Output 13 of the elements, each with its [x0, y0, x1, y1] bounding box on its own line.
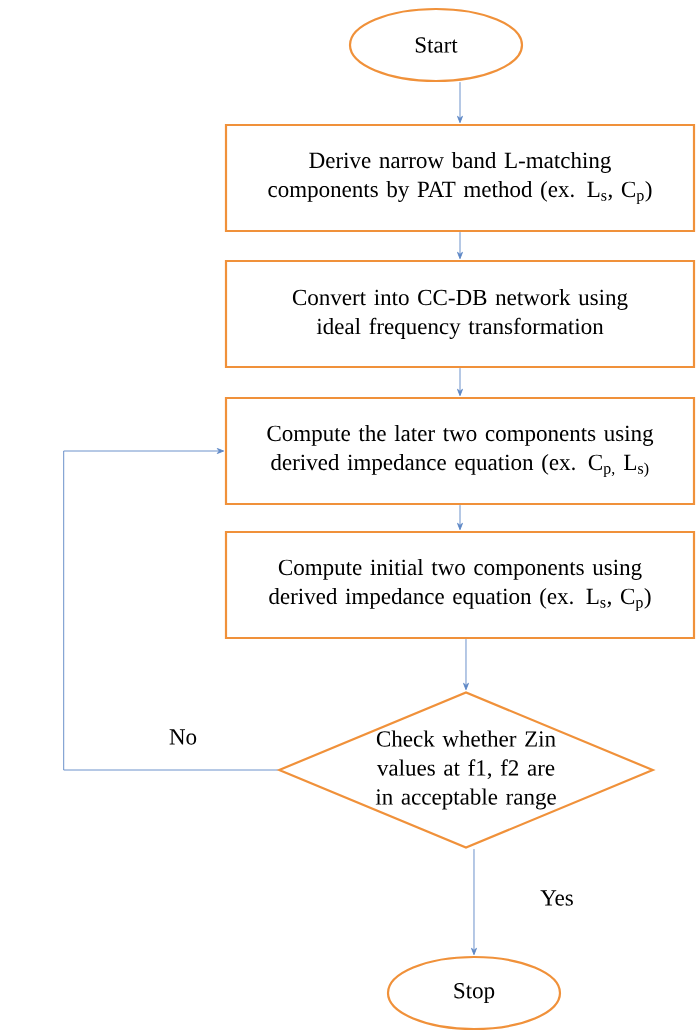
process-box: Convert into CC-DB network using ideal frequency transformation: [224, 259, 696, 369]
arrow: [63, 448, 279, 771]
arrow: [457, 504, 463, 531]
arrow: [471, 848, 477, 956]
process-box: Compute initial two components using derived impedance equation (ex. L$_{s}$, C$_{p}$): [224, 530, 696, 640]
arrow: [457, 367, 463, 397]
arrow: [463, 638, 469, 691]
arrow: [457, 231, 463, 260]
process-box: Compute the later two components using derived impedance equation (ex. C$_{p,}$ L$_{s)}$: [224, 396, 696, 506]
process-box: Derive narrow band L-matching components by PAT method (ex. L$_{s}$, C$_{p}$): [224, 123, 696, 233]
edge-label: No: [167, 728, 199, 746]
arrow: [457, 81, 463, 124]
edge-label: Yes: [539, 889, 575, 907]
